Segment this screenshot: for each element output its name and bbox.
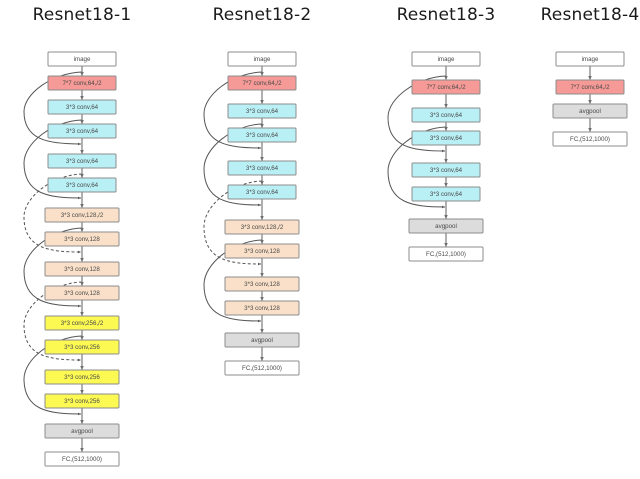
node-label: avgpool <box>71 428 93 435</box>
node-label: 3*3 conv,64 <box>430 191 463 198</box>
node-conv128[interactable] <box>44 207 120 223</box>
node-conv64[interactable] <box>227 127 297 143</box>
node-label: 3*3 conv,128 <box>64 236 100 243</box>
node-avgpool[interactable] <box>224 332 300 348</box>
node-label: 3*3 conv,256 <box>64 374 100 381</box>
node-conv7[interactable] <box>555 79 625 95</box>
node-label: 3*3 conv,128,/2 <box>241 224 284 231</box>
node-conv128[interactable] <box>44 231 120 247</box>
node-conv128[interactable] <box>224 219 300 235</box>
node-label: 3*3 conv,64 <box>246 108 279 115</box>
node-conv64[interactable] <box>47 153 117 169</box>
node-label: 3*3 conv,64 <box>430 135 463 142</box>
node-conv7[interactable] <box>47 75 117 91</box>
node-label: FC,(512,1000) <box>62 456 102 463</box>
column-title-4: Resnet18-4 <box>540 5 640 25</box>
node-conv256[interactable] <box>44 393 120 409</box>
node-label: 3*3 conv,64 <box>66 158 99 165</box>
node-label: 3*3 conv,256,/2 <box>61 320 104 327</box>
node-label: avgpool <box>579 108 601 115</box>
node-label: 3*3 conv,256 <box>64 344 100 351</box>
column-title-3: Resnet18-3 <box>396 5 496 25</box>
node-label: 3*3 conv,64 <box>246 189 279 196</box>
node-conv128[interactable] <box>224 276 300 292</box>
node-label: 3*3 conv,64 <box>66 128 99 135</box>
node-conv64[interactable] <box>227 103 297 119</box>
node-conv64[interactable] <box>411 162 481 178</box>
node-conv128[interactable] <box>224 300 300 316</box>
node-conv256[interactable] <box>44 369 120 385</box>
node-conv128[interactable] <box>224 243 300 259</box>
node-label: image <box>254 56 271 63</box>
node-conv64[interactable] <box>411 186 481 202</box>
node-label: FC,(512,1000) <box>426 251 466 258</box>
node-label: avgpool <box>251 337 273 344</box>
node-label: image <box>74 56 91 63</box>
node-fc[interactable] <box>552 131 628 147</box>
node-label: 3*3 conv,256 <box>64 398 100 405</box>
node-conv64[interactable] <box>47 99 117 115</box>
node-conv128[interactable] <box>44 261 120 277</box>
node-label: 3*3 conv,128 <box>244 248 280 255</box>
column-title-2: Resnet18-2 <box>212 5 312 25</box>
node-label: FC,(512,1000) <box>570 136 610 143</box>
node-label: 3*3 conv,64 <box>430 167 463 174</box>
node-label: 7*7 conv,64,/2 <box>570 84 610 91</box>
node-label: 7*7 conv,64,/2 <box>62 80 102 87</box>
node-conv128[interactable] <box>44 285 120 301</box>
node-label: 3*3 conv,64 <box>430 112 463 119</box>
node-input[interactable] <box>47 51 117 67</box>
node-label: 3*3 conv,128 <box>244 305 280 312</box>
node-conv64[interactable] <box>411 130 481 146</box>
node-fc[interactable] <box>44 451 120 467</box>
node-conv64[interactable] <box>227 184 297 200</box>
node-label: 3*3 conv,64 <box>246 165 279 172</box>
node-label: 7*7 conv,64,/2 <box>242 80 282 87</box>
node-conv256[interactable] <box>44 315 120 331</box>
node-conv256[interactable] <box>44 339 120 355</box>
node-conv64[interactable] <box>47 123 117 139</box>
node-avgpool[interactable] <box>408 218 484 234</box>
node-input[interactable] <box>227 51 297 67</box>
node-label: image <box>438 56 455 63</box>
node-label: FC,(512,1000) <box>242 365 282 372</box>
node-conv64[interactable] <box>411 107 481 123</box>
node-fc[interactable] <box>224 360 300 376</box>
node-fc[interactable] <box>408 246 484 262</box>
node-conv7[interactable] <box>227 75 297 91</box>
node-label: 3*3 conv,64 <box>66 182 99 189</box>
node-label: avgpool <box>435 223 457 230</box>
node-label: 3*3 conv,128,/2 <box>61 212 104 219</box>
node-label: 3*3 conv,128 <box>244 281 280 288</box>
column-title-1: Resnet18-1 <box>32 5 132 25</box>
node-avgpool[interactable] <box>552 103 628 119</box>
node-input[interactable] <box>555 51 625 67</box>
node-label: 3*3 conv,128 <box>64 266 100 273</box>
node-label: image <box>582 56 599 63</box>
node-conv64[interactable] <box>227 160 297 176</box>
node-avgpool[interactable] <box>44 423 120 439</box>
node-input[interactable] <box>411 51 481 67</box>
node-label: 3*3 conv,128 <box>64 290 100 297</box>
node-label: 3*3 conv,64 <box>66 104 99 111</box>
node-label: 7*7 conv,64,/2 <box>426 84 466 91</box>
node-label: 3*3 conv,64 <box>246 132 279 139</box>
node-conv7[interactable] <box>411 79 481 95</box>
node-conv64[interactable] <box>47 177 117 193</box>
